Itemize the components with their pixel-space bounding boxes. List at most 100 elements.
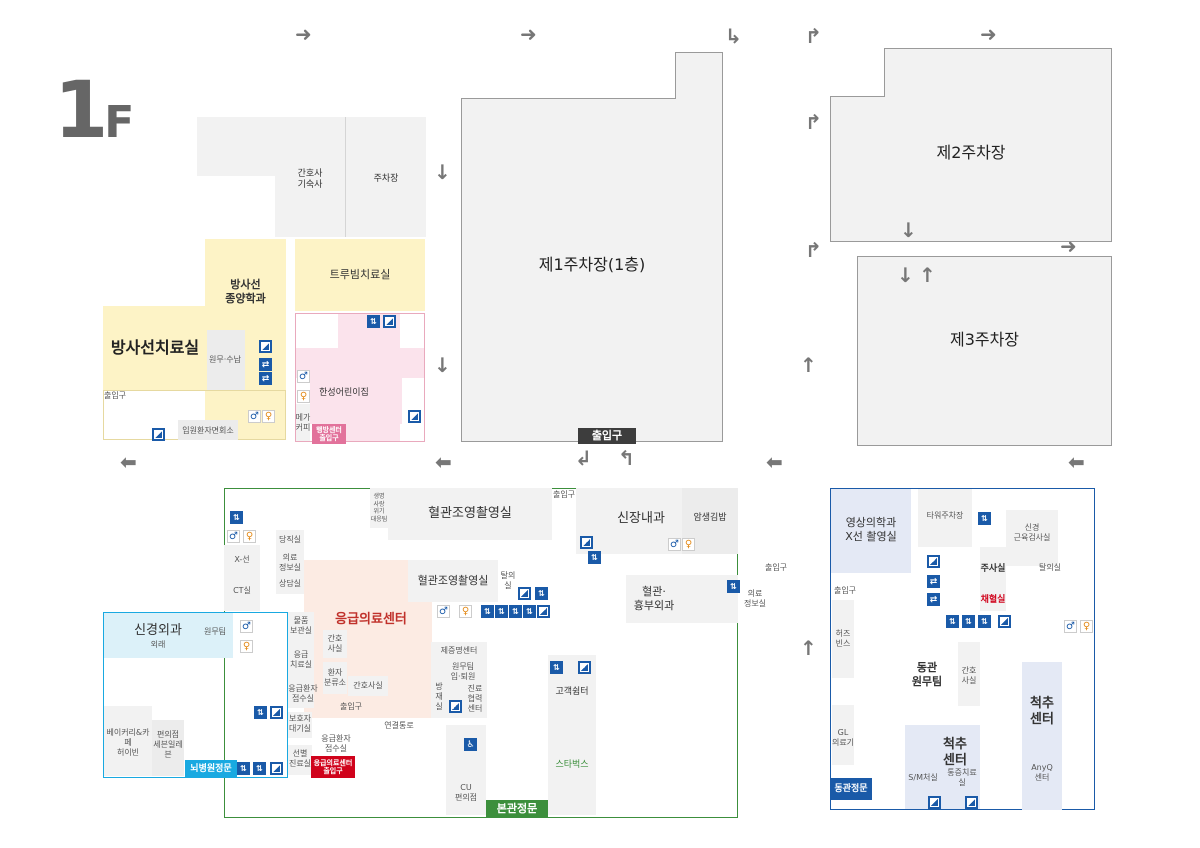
reception-payment-label: 원무·수납 — [209, 355, 241, 364]
direction-arrow-icon: ⬅ — [1068, 450, 1085, 474]
customer-lounge-block — [548, 655, 596, 815]
vascular-surgery-label: 혈관· 흉부외과 — [633, 585, 675, 612]
care-coop-label: 진료 협력 센터 — [467, 684, 483, 713]
center-top-exit-label: 출입구 — [552, 490, 576, 499]
floor-label: 1F — [54, 66, 134, 156]
wait-room-label: 탈의 실 — [500, 571, 516, 590]
direction-arrow-icon: ↱ — [805, 238, 822, 262]
elevator-icon: ⇅ — [367, 315, 380, 328]
floor-number: 1 — [54, 66, 108, 156]
elevator-icon: ⇅ — [230, 511, 243, 524]
elevator-icon: ⇅ — [978, 512, 991, 525]
truebeam-label: 트루빔치료실 — [329, 268, 391, 282]
main-gate-badge[interactable]: 본관정문 — [486, 800, 548, 818]
storage-block — [288, 612, 314, 708]
admin-team-label: 원무팀 입·퇴원 — [450, 662, 476, 681]
nurse-dorm-label: 간호사 기숙사 — [297, 168, 323, 190]
guardian-wait-block — [288, 712, 312, 738]
truebeam-block — [295, 239, 425, 311]
emergency-center-label: 응급의료센터 — [335, 611, 407, 627]
spine-center-1-block — [1022, 662, 1062, 810]
mega-coffee-block — [296, 404, 310, 441]
center-exit-label: 출입구 — [339, 702, 363, 711]
direction-arrow-icon: ⬅ — [435, 450, 452, 474]
restroom-male-icon: ♂ — [297, 370, 310, 383]
vending-block — [832, 600, 854, 678]
direction-arrow-icon: ↓ — [897, 263, 914, 287]
radiation-therapy-label: 방사선치료실 — [110, 338, 200, 357]
restroom-female-icon: ♀ — [243, 530, 256, 543]
direction-arrow-icon: ↑ — [800, 636, 817, 660]
er-entrance-badge[interactable]: 응급의료센터 출입구 — [311, 756, 355, 778]
kids-clinic-fill-3 — [310, 378, 402, 424]
east-gate-badge[interactable]: 동관정문 — [830, 778, 872, 800]
stairs-icon — [259, 340, 272, 353]
floor-suffix: F — [104, 97, 135, 148]
inpatient-guardian-label: 입원환자면회소 — [182, 426, 234, 435]
parking-lot-3-label: 제3주차장 — [949, 330, 1020, 349]
radiation-therapy-block — [103, 306, 207, 390]
medical-info-label: 의료 정보실 — [278, 553, 302, 572]
parking-lot-1 — [461, 52, 723, 442]
restroom-male-icon: ♂ — [1064, 620, 1077, 633]
nurse-dorm-divider — [345, 117, 346, 237]
elevator-icon: ⇅ — [495, 605, 508, 618]
elevator-icon: ⇅ — [481, 605, 494, 618]
duty-room-block — [276, 530, 304, 594]
restroom-female-icon: ♀ — [240, 640, 253, 653]
stairs-icon — [152, 428, 165, 441]
stairs-icon — [449, 700, 462, 713]
bakery-label: 베이커리&카페 허이빈 — [106, 728, 150, 757]
neurosurgery-block — [103, 612, 233, 658]
mega-coffee-label: 메가 커피 — [295, 413, 311, 432]
elevator-icon: ⇅ — [253, 762, 266, 775]
north-parking-label: 주차장 — [373, 174, 399, 185]
corridor-label: 연결통로 — [384, 721, 414, 730]
direction-arrow-icon: ↳ — [725, 24, 742, 48]
patient-classification-label: 환자 분류소 — [323, 668, 347, 687]
life-support-block — [370, 488, 388, 528]
nw-exit-label: 출입구 — [103, 391, 127, 400]
escalator-icon: ⇄ — [927, 575, 940, 588]
direction-arrow-icon: ↓ — [434, 160, 451, 184]
escalator-icon: ⇄ — [259, 372, 272, 385]
elevator-icon: ⇅ — [237, 762, 250, 775]
parking-lot-3 — [857, 256, 1112, 446]
xray-label: X-선 — [234, 555, 250, 564]
direction-arrow-icon: ➜ — [295, 22, 312, 46]
guardian-wait-label: 보호자 대기실 — [288, 714, 312, 733]
guardian-room-block — [178, 420, 238, 440]
injection-block — [980, 547, 1006, 611]
brain-gate-badge[interactable]: 뇌병원정문 — [185, 760, 237, 778]
east-building-outline — [830, 488, 1095, 810]
angio-room-2-block — [408, 560, 498, 602]
blood-room-label: 채혈실 — [980, 595, 1006, 606]
stairs-icon — [270, 706, 283, 719]
bank-entrance-badge[interactable]: 행방센터 출입구 — [312, 424, 346, 444]
restroom-female-icon: ♀ — [1080, 620, 1093, 633]
parking-lot-1-exit[interactable]: 출입구 — [578, 428, 636, 444]
direction-arrow-icon: ⬅ — [120, 450, 137, 474]
direction-arrow-icon: ↱ — [805, 24, 822, 48]
parking-lot-2-label: 제2주차장 — [936, 143, 1006, 162]
direction-arrow-icon: ↰ — [618, 446, 635, 470]
direction-arrow-icon: ⬅ — [766, 450, 783, 474]
elevator-icon: ⇅ — [727, 580, 740, 593]
restroom-female-icon: ♀ — [682, 538, 695, 551]
escalator-icon: ⇄ — [259, 358, 272, 371]
neuro-test-block — [1006, 510, 1058, 566]
elevator-icon: ⇅ — [523, 605, 536, 618]
direction-arrow-icon: ↑ — [919, 263, 936, 287]
stairs-icon — [383, 315, 396, 328]
direction-arrow-icon: ➜ — [520, 22, 537, 46]
stairs-icon — [928, 796, 941, 809]
medical-records-label: 의료 정보실 — [743, 589, 767, 608]
escalator-icon: ♿ — [464, 738, 477, 751]
er-reception-label: 응급환자 접수실 — [321, 734, 351, 753]
elevator-icon: ⇅ — [962, 615, 975, 628]
life-support-label: 생명 사랑 위기 대응팀 — [370, 493, 388, 523]
convenience-block — [152, 720, 184, 776]
stairs-icon — [518, 587, 531, 600]
direction-arrow-icon: ➜ — [1060, 234, 1077, 258]
pain-treatment-label: 통증치료실 — [947, 768, 977, 787]
